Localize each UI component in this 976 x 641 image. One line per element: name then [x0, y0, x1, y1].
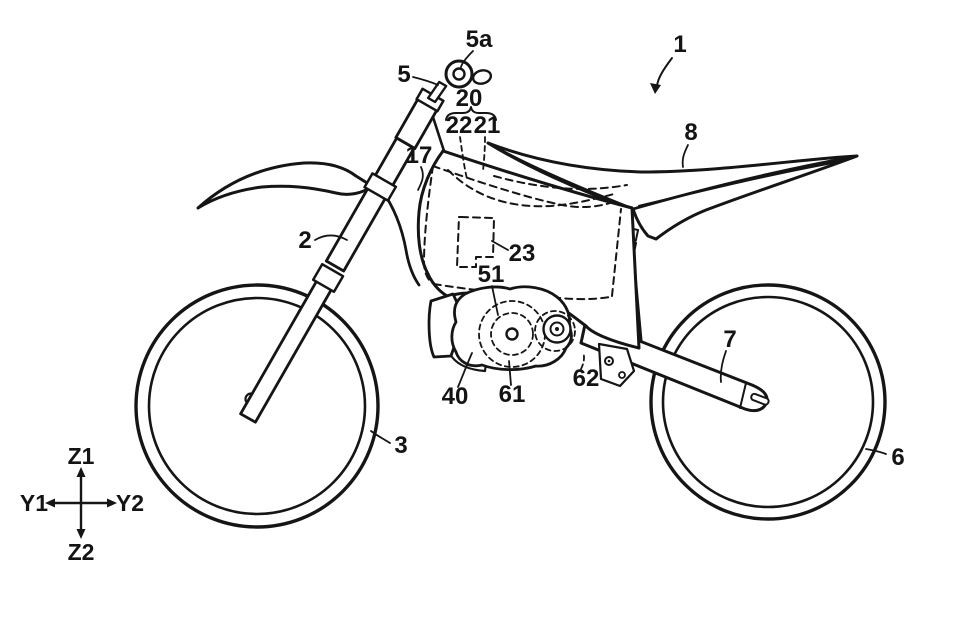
axis-label-z2: Z2 — [68, 539, 95, 565]
label-61: 61 — [499, 381, 526, 408]
gear-shaft-dot — [555, 327, 559, 331]
rear-rim-outline — [661, 295, 875, 509]
label-40: 40 — [442, 383, 469, 410]
leader-3 — [370, 430, 391, 444]
label-17: 17 — [406, 142, 433, 169]
label-22: 22 — [446, 112, 473, 139]
stem-ring-lobe — [471, 69, 493, 85]
leader-23 — [491, 240, 509, 251]
seat-and-rear-fender — [486, 141, 859, 241]
brace-20 — [445, 106, 497, 121]
leader-1-arrowhead — [650, 83, 661, 94]
leader-8 — [681, 144, 689, 168]
front-fender — [196, 161, 421, 287]
subframe-tube-line — [637, 159, 845, 208]
pivot-bolt-c — [604, 356, 614, 366]
leader-5a — [460, 50, 474, 68]
label-2: 2 — [298, 227, 311, 254]
label-21: 21 — [474, 112, 501, 139]
front-wheel — [134, 283, 380, 529]
battery-top-edge — [432, 165, 619, 209]
leader-6 — [865, 448, 887, 455]
label-7: 7 — [723, 326, 736, 353]
rear-tire-outline — [649, 283, 887, 521]
axis-arrow-down — [76, 529, 86, 539]
leader-lines — [314, 50, 887, 455]
label-51: 51 — [478, 261, 505, 288]
guard-foot — [450, 355, 488, 373]
label-8: 8 — [684, 119, 697, 146]
leader-5 — [412, 76, 439, 86]
motor-stator-hidden — [490, 312, 534, 356]
fork-lower-tube — [239, 272, 337, 424]
label-6: 6 — [891, 444, 904, 471]
gear-inner — [549, 321, 565, 337]
leader-2 — [314, 234, 348, 241]
axis-arrow-left — [45, 498, 55, 508]
stem-neck — [426, 80, 448, 104]
reference-numerals: 1 5a 5 20 22 21 17 2 8 23 51 40 61 62 3 … — [298, 26, 904, 471]
steering-neck-brace — [430, 112, 446, 153]
swingarm-taper-line — [739, 382, 747, 409]
leader-40 — [457, 352, 473, 388]
stem-ring-outer — [444, 59, 474, 89]
axis-arrow-right — [107, 498, 117, 508]
fork-clamp-band — [363, 172, 398, 202]
axle-slot — [750, 392, 770, 406]
coordinate-axes: Z1 Z2 Y1 Y2 — [20, 443, 144, 565]
battery-under-seat-edge — [493, 175, 628, 190]
fender-right-section — [379, 187, 421, 287]
front-fork — [239, 59, 493, 424]
leader-62 — [580, 351, 585, 370]
label-5a: 5a — [466, 26, 493, 53]
pivot-bolt-d — [618, 371, 626, 379]
leader-21 — [482, 136, 486, 172]
label-5: 5 — [397, 61, 410, 88]
stem-ring-inner — [452, 67, 466, 81]
battery-cell-box — [456, 216, 495, 268]
fork-upper-tube — [324, 136, 416, 273]
leader-17 — [417, 166, 424, 191]
leader-22 — [459, 136, 468, 180]
axis-label-z1: Z1 — [68, 443, 95, 469]
battery-bottom-edge — [433, 283, 611, 301]
label-3: 3 — [394, 432, 407, 459]
fender-blade — [196, 161, 374, 210]
battery-inner-edge — [447, 169, 615, 208]
label-1: 1 — [673, 31, 686, 58]
gear-hidden-circle — [534, 310, 576, 352]
pivot-bolt-c-center — [607, 359, 611, 363]
front-rim-outline — [147, 296, 367, 516]
rear-wheel — [649, 283, 887, 521]
drive-unit — [427, 285, 576, 373]
label-23: 23 — [509, 240, 536, 267]
axis-arrow-up — [76, 467, 86, 477]
leader-7 — [719, 350, 727, 383]
motor-shaft — [505, 327, 519, 341]
axis-label-y2: Y2 — [116, 490, 144, 516]
label-62: 62 — [573, 365, 600, 392]
label-20: 20 — [456, 85, 483, 112]
leader-51 — [491, 285, 499, 316]
axis-label-y1: Y1 — [20, 490, 48, 516]
leader-1-arrow — [656, 57, 673, 87]
battery-hidden-lines — [423, 165, 628, 301]
battery-front-edge — [423, 165, 435, 285]
front-tire-outline — [134, 283, 380, 529]
leader-61 — [508, 360, 512, 386]
battery-rear-edge — [611, 208, 622, 297]
fork-boot-band — [311, 262, 345, 294]
